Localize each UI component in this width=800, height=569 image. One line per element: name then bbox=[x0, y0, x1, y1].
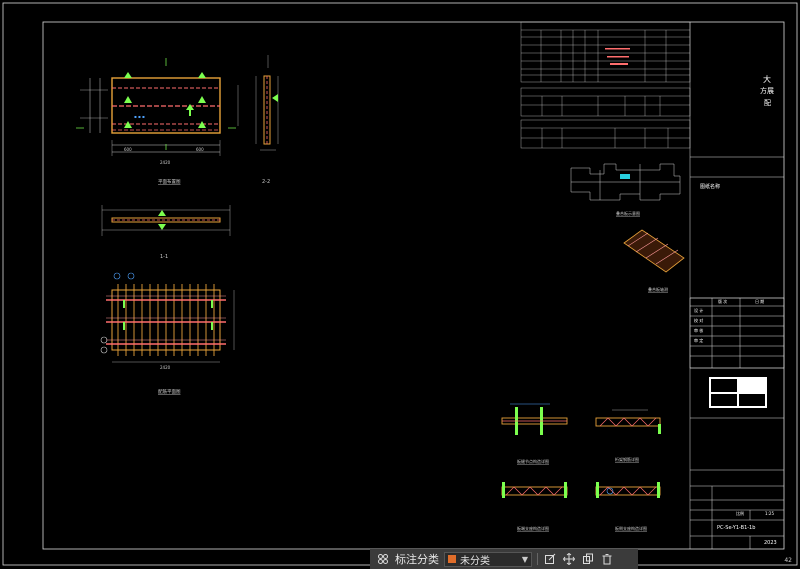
delete-icon[interactable] bbox=[600, 552, 614, 566]
scale-value: 1:25 bbox=[765, 511, 774, 516]
drawing-number: PC-Se-Y1-B1-1b bbox=[717, 525, 756, 531]
company-char-3: 配 bbox=[764, 99, 771, 107]
revision-header-2: 日 期 bbox=[755, 299, 765, 304]
row-label-check: 校 对 bbox=[694, 318, 704, 323]
axonometric-title: 叠合板轴测 bbox=[648, 286, 668, 292]
toolbar-divider bbox=[537, 553, 538, 565]
category-select[interactable]: 未分类 ▼ bbox=[444, 551, 532, 567]
annotation-toolbar: 标注分类 未分类 ▼ bbox=[370, 549, 638, 569]
revision-header-1: 版 次 bbox=[718, 299, 728, 304]
move-icon[interactable] bbox=[562, 552, 576, 566]
node-detail-4[interactable] bbox=[595, 482, 661, 498]
section-2-2-title: 2-2 bbox=[262, 179, 270, 185]
plan-right-dim: 600 bbox=[196, 147, 204, 152]
page-number: 42 bbox=[784, 557, 792, 564]
axonometric-view[interactable] bbox=[623, 229, 685, 273]
section-1-1-title: 1-1 bbox=[160, 254, 168, 260]
node-detail-2[interactable] bbox=[595, 409, 661, 434]
row-label-approve: 审 定 bbox=[694, 338, 704, 343]
node-detail-3-title: 板端支座构造详图 bbox=[517, 525, 549, 531]
category-color-swatch bbox=[448, 555, 456, 563]
category-select-value: 未分类 bbox=[460, 555, 490, 567]
chevron-down-icon: ▼ bbox=[521, 554, 528, 564]
row-label-review: 审 核 bbox=[694, 328, 704, 333]
plan-view-title: 平面布置图 bbox=[158, 178, 181, 185]
rebar-bottom-dim: 2420 bbox=[160, 365, 171, 370]
plan-view[interactable]: ▪ ▪ ▪ bbox=[76, 58, 239, 156]
node-detail-2-title: 桁架钢筋详图 bbox=[615, 456, 639, 462]
annotation-category-label: 标注分类 bbox=[395, 553, 439, 566]
svg-text:▪ ▪ ▪: ▪ ▪ ▪ bbox=[134, 114, 145, 119]
node-detail-3[interactable] bbox=[501, 482, 568, 498]
plan-left-dim: 600 bbox=[124, 147, 132, 152]
logo-mark bbox=[709, 377, 767, 408]
component-table[interactable] bbox=[520, 119, 691, 149]
rebar-plan[interactable] bbox=[100, 272, 235, 363]
company-char-1: 大 bbox=[763, 75, 771, 84]
rebar-table-marks bbox=[605, 48, 630, 65]
title-block bbox=[689, 22, 785, 549]
date-value: 2023 bbox=[764, 540, 777, 546]
section-1-1[interactable] bbox=[101, 205, 231, 236]
row-label-design: 设 计 bbox=[694, 308, 704, 313]
plan-width-dim: 2420 bbox=[160, 160, 171, 165]
parts-table[interactable] bbox=[520, 87, 691, 117]
node-detail-1[interactable] bbox=[501, 403, 568, 435]
edit-icon[interactable] bbox=[543, 552, 557, 566]
scale-label: 比例 bbox=[736, 511, 744, 516]
node-detail-1-title: 板缝节点构造详图 bbox=[517, 458, 549, 464]
drawing-frame bbox=[42, 21, 785, 550]
rebar-table[interactable] bbox=[520, 21, 691, 83]
rebar-plan-title: 配筋平面图 bbox=[158, 388, 181, 395]
copy-icon[interactable] bbox=[581, 552, 595, 566]
key-plan-title: 叠合板示意图 bbox=[616, 210, 640, 216]
grid-icon[interactable] bbox=[376, 552, 390, 566]
key-plan[interactable] bbox=[570, 163, 681, 201]
drawing-name-label: 图纸名称 bbox=[700, 184, 721, 190]
section-2-2[interactable] bbox=[255, 55, 279, 151]
company-char-2: 方展 bbox=[760, 87, 774, 95]
node-detail-4-title: 板侧支座构造详图 bbox=[615, 525, 647, 531]
